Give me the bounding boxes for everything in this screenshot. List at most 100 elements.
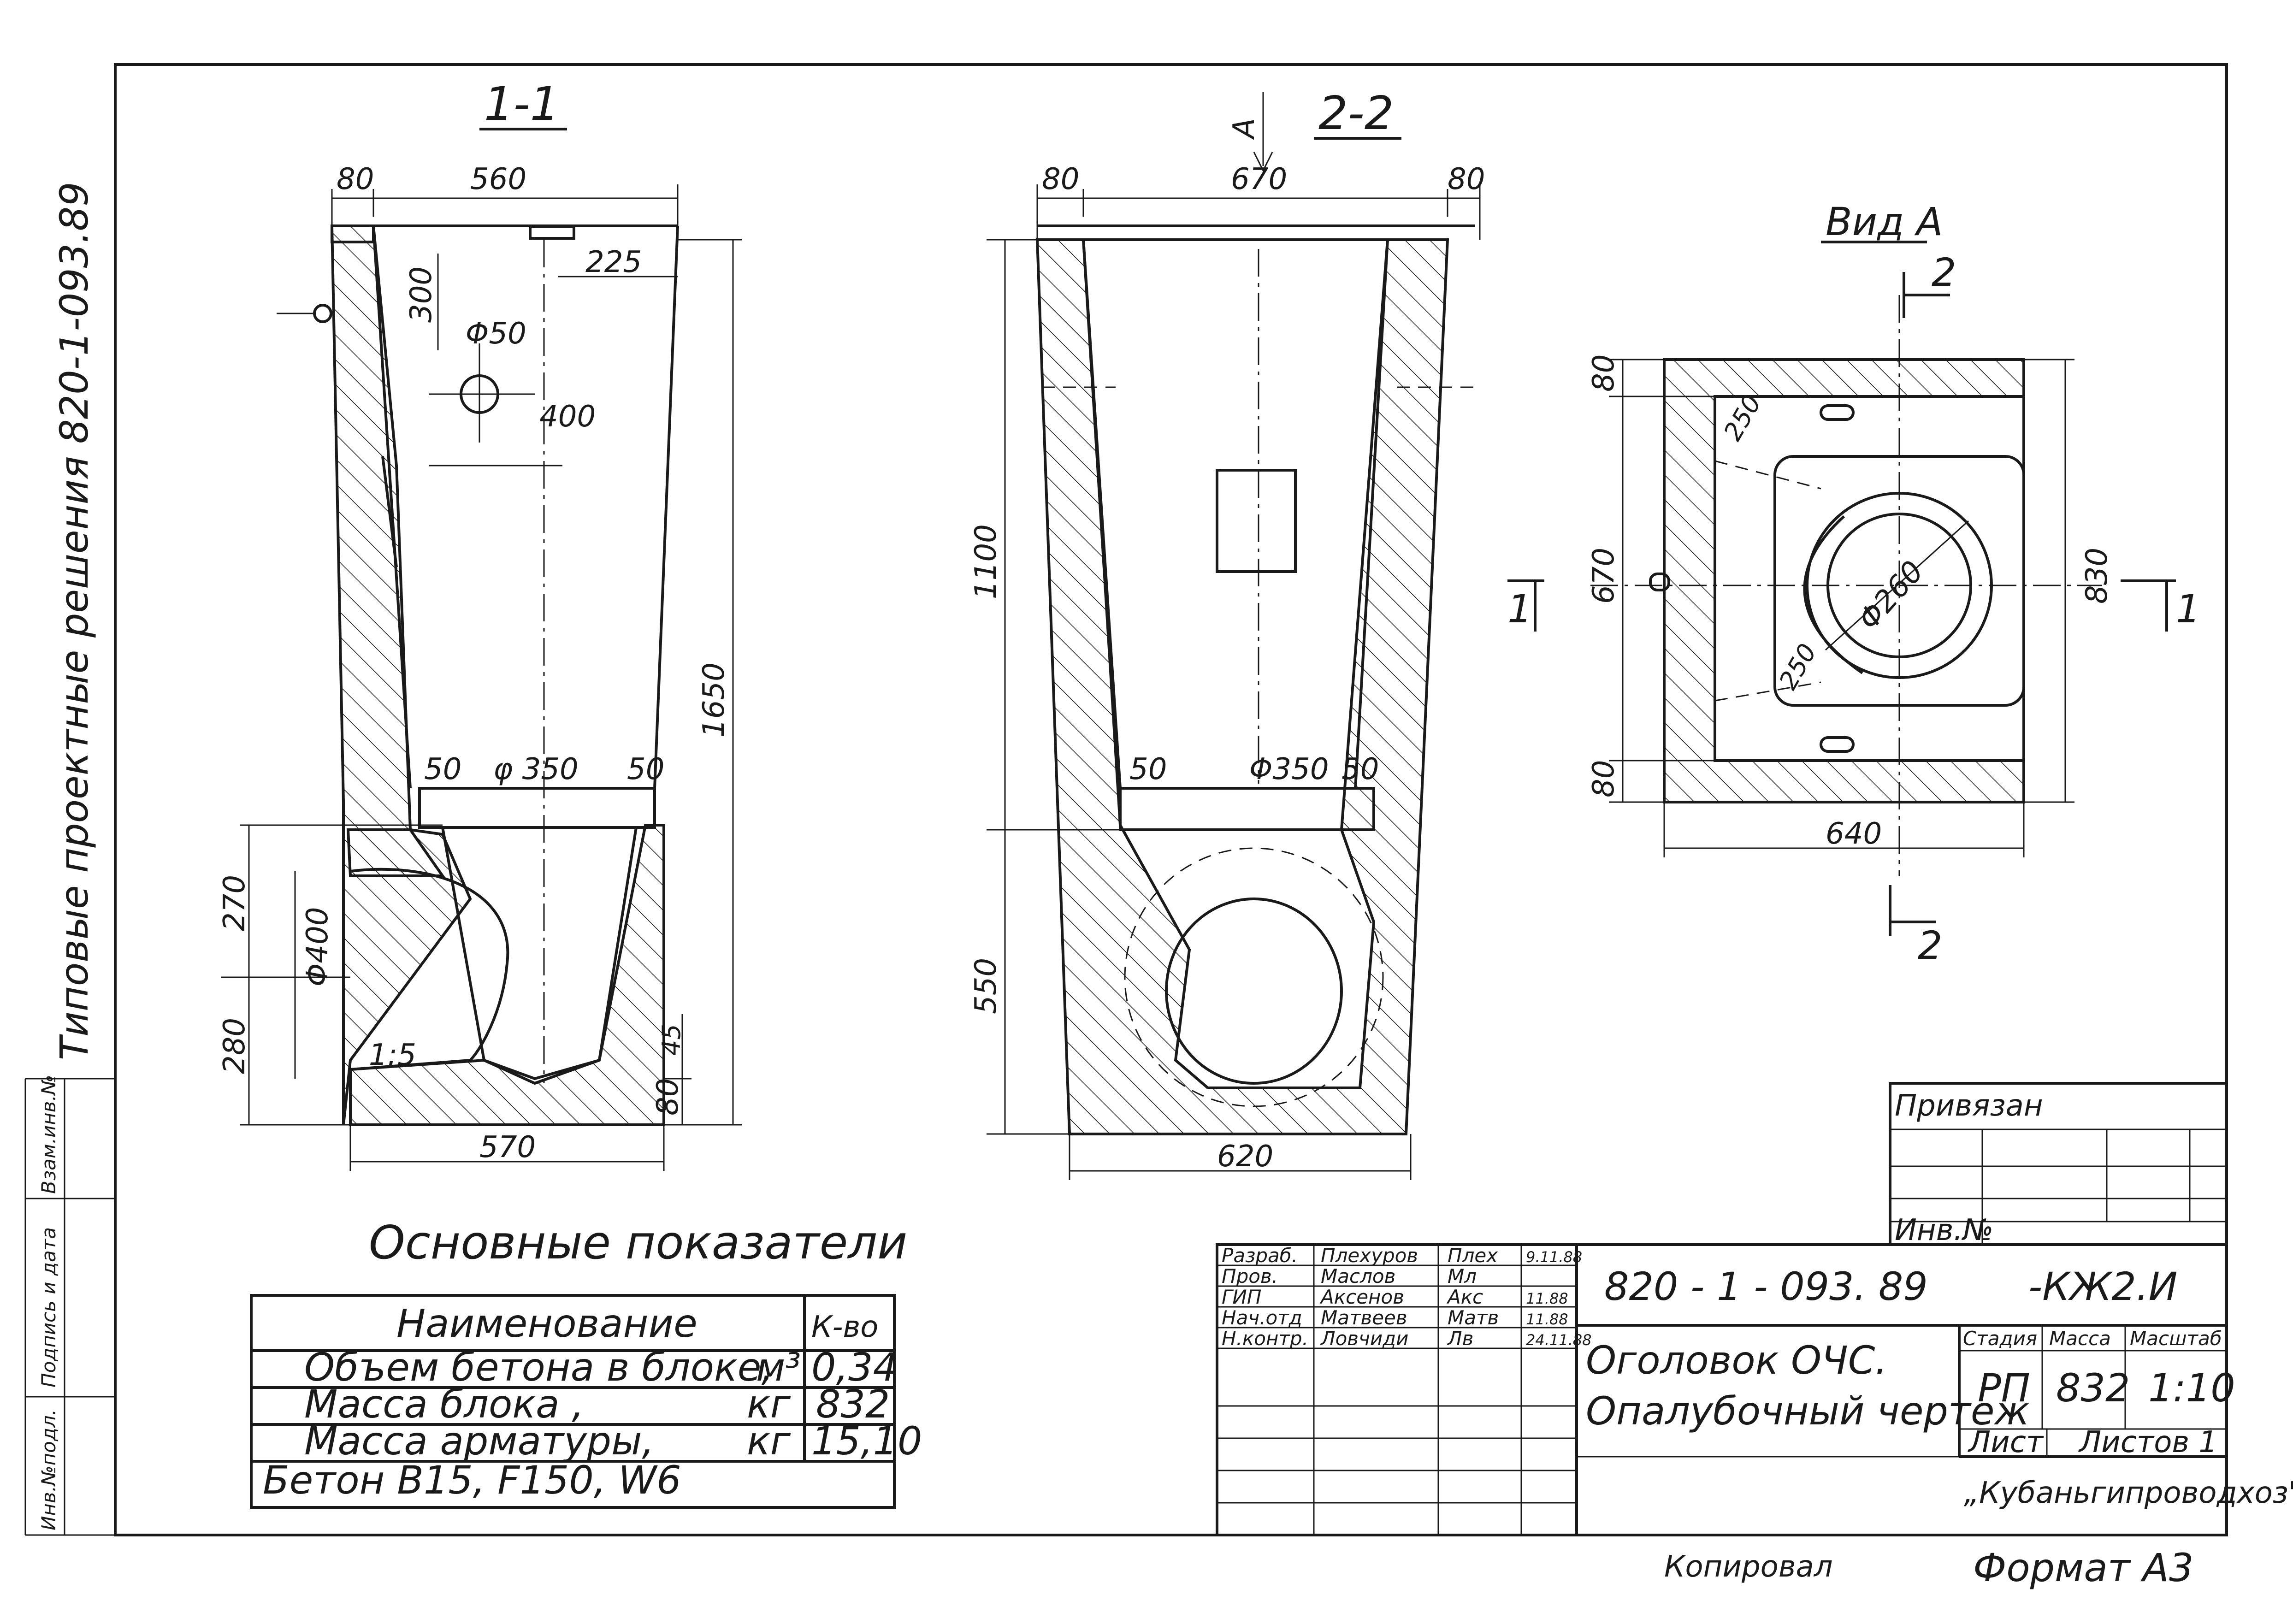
object-name: Оголовок ОЧС. — [1586, 1338, 1887, 1383]
inv-no-label: Инв.№ — [1895, 1213, 1993, 1247]
indicators-header-qty: К-во — [811, 1310, 878, 1344]
sheet-code: -КЖ2.И — [2028, 1264, 2177, 1309]
s11-dim-pipe-diam: Φ400 — [301, 907, 335, 986]
va-dim-r250-b: 250 — [1773, 639, 1822, 695]
s22-dim-bottom-width: 620 — [1217, 1140, 1273, 1174]
signature-sign: Матв — [1448, 1306, 1499, 1329]
signature-row: Разраб. Плехуров Плех 9.11.88 — [1222, 1244, 1582, 1267]
signature-role: Разраб. — [1222, 1244, 1298, 1267]
s11-dim-hole-diam: Φ50 — [466, 317, 526, 351]
margin-label-replace: Взам.инв.№ — [37, 1075, 60, 1194]
scale-header: Масштаб — [2130, 1327, 2222, 1350]
s22-dim-ledge-left: 50 — [1129, 752, 1167, 786]
signature-name: Матвеев — [1321, 1306, 1407, 1329]
signature-sign: Акс — [1446, 1286, 1483, 1308]
section-2-2-title: 2-2 — [1318, 86, 1394, 140]
signature-sign: Мл — [1448, 1265, 1477, 1287]
s11-dim-225: 225 — [585, 245, 642, 279]
signature-date: 24.11.88 — [1526, 1331, 1592, 1349]
s11-dim-ledge-left: 50 — [424, 752, 461, 786]
s11-dim-400: 400 — [539, 400, 596, 434]
signature-sign: Плех — [1448, 1244, 1498, 1267]
signature-name: Маслов — [1321, 1265, 1395, 1287]
va-cut-top-2: 2 — [1932, 250, 1956, 295]
title-block: Привязан Инв.№ Разраб. Плехуров Плех 9.1 — [1216, 1082, 2293, 1590]
indicator-row-unit: м³ — [756, 1345, 801, 1390]
sheet-frame — [24, 63, 2228, 1536]
section-2-2-arrow-label: А — [1227, 118, 1261, 140]
side-title: Типовые проектные решения 820-1-093.89 — [52, 182, 97, 1060]
indicator-row-qty: 15,10 — [811, 1418, 922, 1464]
lifting-opening — [1216, 469, 1297, 573]
s11-dim-base-80: 80 — [651, 1078, 685, 1116]
s22-dim-550: 550 — [969, 958, 1003, 1014]
indicator-row-qty: 0,34 — [811, 1345, 898, 1390]
s11-dim-top-width: 560 — [470, 162, 526, 196]
indicator-row-name: Объем бетона в блоке, — [304, 1345, 774, 1390]
va-dim-640: 640 — [1826, 817, 1882, 851]
s11-dim-1650: 1650 — [697, 662, 731, 738]
stage-value: РП — [1978, 1365, 2030, 1411]
indicator-row-name: Масса блока , — [304, 1382, 584, 1427]
view-a: Вид А 80 — [1507, 199, 2200, 968]
indicators-header-name: Наименование — [396, 1301, 697, 1346]
va-dim-830: 830 — [2080, 548, 2114, 604]
margin-label-sign: Подпись и дата — [37, 1227, 60, 1388]
signature-row: Н.контр. Ловчиди Лв 24.11.88 — [1222, 1327, 1592, 1350]
s22-dim-top-width: 670 — [1231, 162, 1287, 196]
margin-label-inv: Инв.№подл. — [37, 1409, 60, 1530]
signature-name: Ловчиди — [1320, 1327, 1408, 1350]
signature-name: Плехуров — [1321, 1244, 1418, 1267]
stage-header: Стадия — [1963, 1327, 2037, 1350]
copied-label: Копировал — [1664, 1550, 1833, 1584]
signature-role: Н.контр. — [1222, 1327, 1308, 1350]
signature-date: 11.88 — [1526, 1311, 1568, 1328]
bound-label: Привязан — [1895, 1089, 2043, 1123]
section-1-1-title: 1-1 — [484, 77, 559, 131]
signature-row: ГИП Аксенов Акс 11.88 — [1222, 1286, 1568, 1308]
va-dim-bot-80: 80 — [1587, 760, 1621, 797]
sheet-header: Лист — [1968, 1425, 2044, 1459]
va-dim-top-80: 80 — [1587, 354, 1621, 392]
view-a-title: Вид А — [1826, 199, 1943, 244]
mass-value: 832 — [2056, 1365, 2130, 1411]
s11-dim-280: 280 — [218, 1018, 252, 1074]
signature-role: ГИП — [1222, 1286, 1261, 1308]
indicator-row-unit: кг — [747, 1382, 791, 1427]
section-1-1: 1-1 — [218, 77, 742, 1171]
indicator-row-unit: кг — [747, 1418, 791, 1464]
s11-dim-slope: 1:5 — [369, 1038, 416, 1072]
va-cut-bottom-2: 2 — [1918, 923, 1942, 968]
va-cut-left-1: 1 — [1507, 586, 1532, 632]
s22-dim-1100: 1100 — [969, 524, 1003, 599]
s11-dim-ledge-right: 50 — [627, 752, 664, 786]
signature-role: Нач.отд — [1222, 1306, 1302, 1329]
s11-dim-top-left: 80 — [337, 162, 374, 196]
s22-dim-top-left: 80 — [1042, 162, 1079, 196]
indicators-title: Основные показатели — [369, 1216, 907, 1270]
indicators-table: Основные показатели Наименование К-во Об… — [250, 1216, 922, 1509]
indicator-row-qty: 832 — [816, 1382, 890, 1427]
section-2-2: 2-2 А 80 670 80 1100 550 50 Φ3 — [969, 86, 1485, 1180]
drawing-name: Опалубочный чертеж — [1586, 1388, 2029, 1434]
sheets-header: Листов 1 — [2078, 1425, 2217, 1459]
indicator-row-name: Масса арматуры, — [304, 1418, 654, 1464]
s11-dim-bottom-width: 570 — [479, 1130, 536, 1164]
scale-value: 1:10 — [2148, 1365, 2235, 1411]
signature-date: 11.88 — [1526, 1290, 1568, 1307]
signature-role: Пров. — [1222, 1265, 1278, 1287]
mass-header: Масса — [2049, 1327, 2111, 1350]
signature-sign: Лв — [1447, 1327, 1473, 1350]
s22-dim-pipe-seat: Φ350 — [1249, 752, 1329, 786]
organization: „Кубаньгипроводхоз" — [1964, 1476, 2293, 1510]
signature-row: Нач.отд Матвеев Матв 11.88 — [1222, 1306, 1568, 1329]
va-dim-r250-a: 250 — [1718, 390, 1767, 446]
s11-dim-45: 45 — [657, 1024, 686, 1056]
va-cut-right-1: 1 — [2176, 586, 2200, 632]
signature-date: 9.11.88 — [1526, 1248, 1582, 1266]
s11-dim-pipe-seat: φ 350 — [493, 752, 579, 786]
s11-dim-270: 270 — [218, 875, 252, 931]
doc-code: 820 - 1 - 093. 89 — [1604, 1264, 1928, 1309]
va-dim-pipe-diam: Φ260 — [1852, 555, 1930, 637]
